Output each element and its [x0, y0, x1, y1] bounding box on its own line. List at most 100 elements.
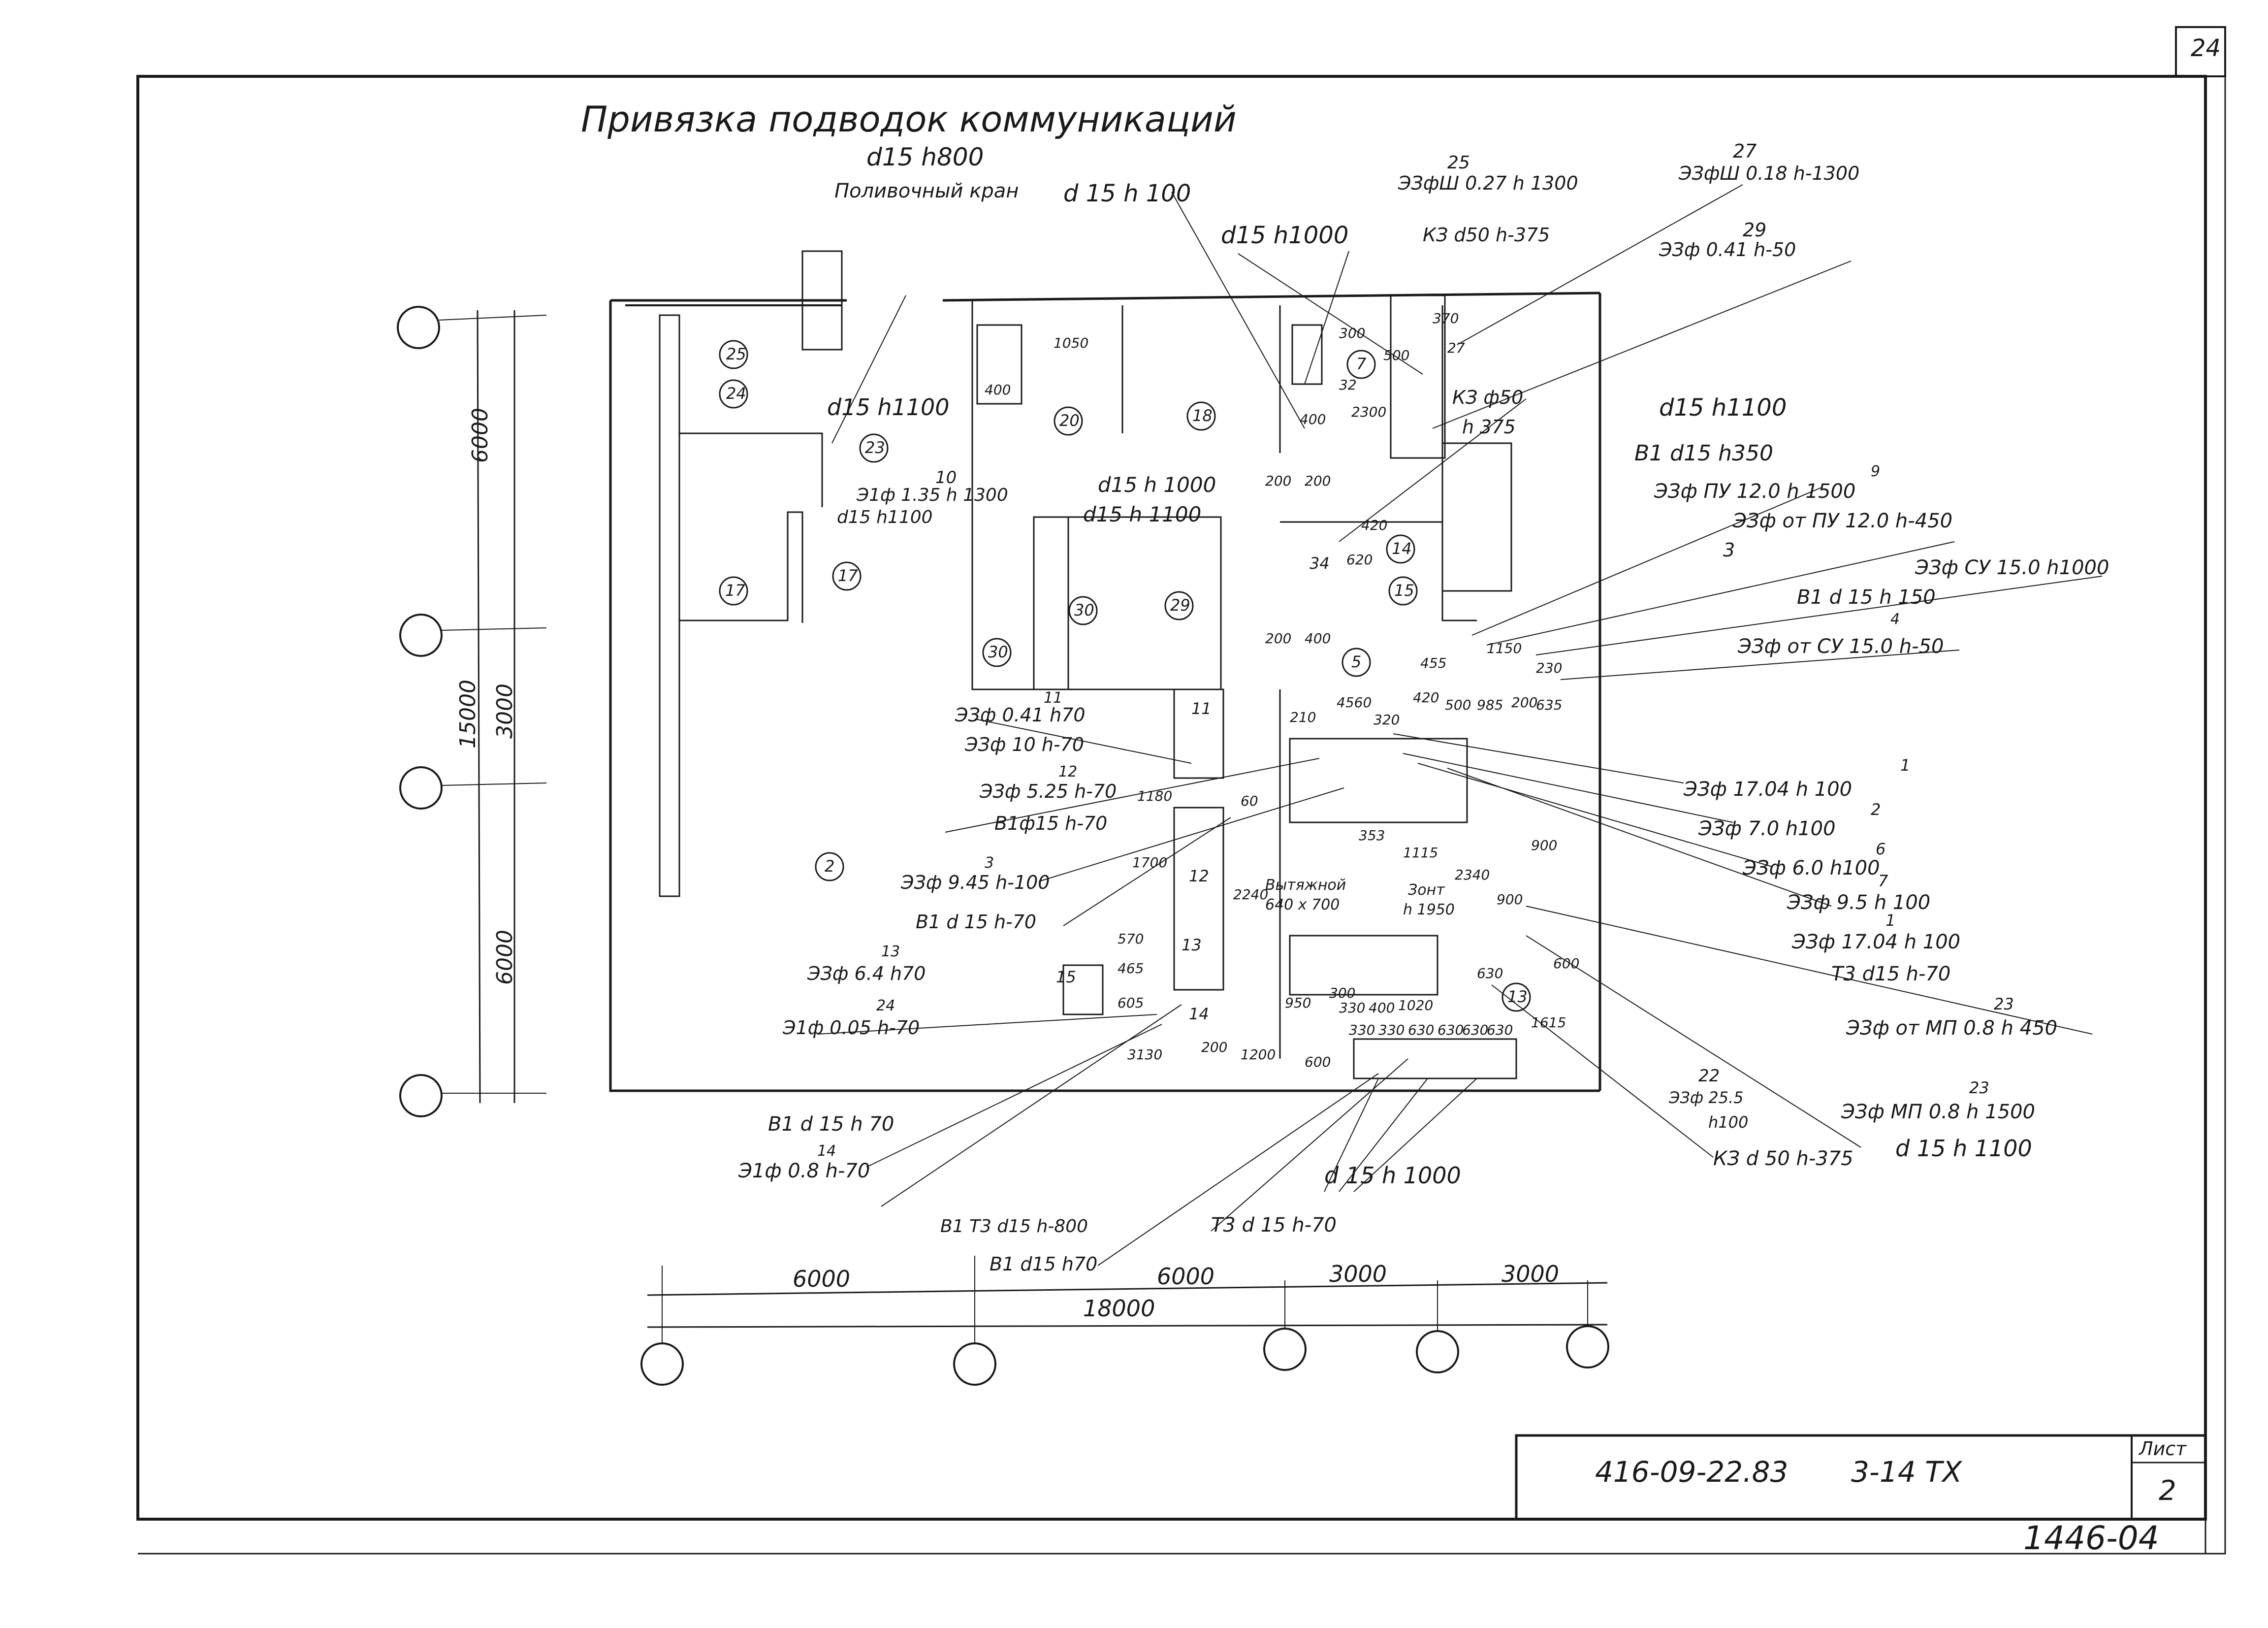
mark: 630: [1487, 1022, 1513, 1038]
room-13: 13: [1507, 987, 1528, 1006]
mark: 330: [1339, 1000, 1366, 1016]
mark: 400: [1300, 411, 1326, 427]
room-5: 5: [1351, 652, 1362, 671]
callout-32: Т3 d15 h-70: [1831, 963, 1951, 985]
callout-13: В1 d15 h350: [1634, 441, 1773, 466]
mark: 400: [1305, 630, 1331, 647]
equip-34: 34: [1310, 554, 1330, 573]
callout-33a: 23: [1994, 995, 2014, 1013]
mark: 3130: [1127, 1046, 1163, 1063]
dim-bottom-3: 3000: [1329, 1261, 1387, 1287]
title-block: [1515, 1434, 2207, 1521]
mark: 200: [1265, 630, 1292, 647]
mark: 2300: [1351, 404, 1387, 420]
callout-37: d 15 h 1100: [1895, 1135, 2032, 1162]
room-2: 2: [825, 857, 835, 876]
leader-lines: [817, 184, 2103, 1266]
callout-42: В1 d15 h70: [990, 1253, 1098, 1275]
callout-40b: Э1ф 0.8 h-70: [738, 1160, 870, 1182]
callout-33b: ЭЗф от МП 0.8 h 450: [1846, 1017, 2058, 1040]
equip-13: 13: [1182, 936, 1202, 954]
room-30a: 30: [988, 643, 1008, 661]
room-markers: [719, 340, 1531, 1012]
callout-34c: h100: [1708, 1113, 1749, 1132]
equip-12: 12: [1189, 867, 1209, 885]
mark: 600: [1553, 955, 1580, 972]
mark: 200: [1265, 473, 1292, 489]
mark: 900: [1531, 837, 1558, 853]
callout-45a: Зонт: [1408, 881, 1445, 899]
mark: 630: [1408, 1022, 1435, 1038]
callout-34a: 22: [1698, 1066, 1720, 1086]
callout-30b: ЭЗф 9.5 h 100: [1787, 891, 1931, 914]
equip-11: 11: [1191, 699, 1212, 718]
mark: 4560: [1337, 694, 1372, 711]
callout-38: d 15 h 1000: [1324, 1162, 1461, 1189]
mark: 1115: [1403, 845, 1438, 861]
mark: 1700: [1132, 854, 1168, 871]
doc-code: 416-09-22.83: [1595, 1455, 1789, 1489]
floor-plan: [609, 250, 1601, 1092]
mark: 600: [1305, 1054, 1331, 1070]
mark: 60: [1241, 793, 1258, 809]
callout-27b: ЭЗф 17.04 h 100: [1684, 778, 1853, 801]
axis-markers-bottom: [640, 1256, 1609, 1386]
mark: 353: [1359, 827, 1385, 844]
archive-number: 1446-04: [2023, 1519, 2159, 1557]
mark: 500: [1445, 697, 1471, 713]
callout-19b: ЭЗф 0.41 h70: [955, 704, 1086, 726]
callout-9: d15 h1100: [827, 394, 950, 421]
callout-39: В1 d 15 h 70: [768, 1113, 894, 1136]
callout-14a: 9: [1871, 463, 1881, 480]
callout-34b: ЭЗф 25.5: [1669, 1088, 1744, 1107]
room-15: 15: [1394, 581, 1414, 600]
callout-10a: 10: [935, 468, 957, 488]
room-30b: 30: [1074, 601, 1094, 619]
mark: 400: [1369, 1000, 1395, 1016]
callout-6a: 27: [1733, 140, 1757, 162]
callout-8a: КЗ ф50: [1452, 387, 1524, 408]
callout-26a: 24: [876, 997, 895, 1014]
callout-4b: ЭЗфШ 0.27 h 1300: [1398, 172, 1578, 194]
mark: 330: [1349, 1022, 1375, 1038]
sheet-title: Привязка подводок коммуникаций: [581, 98, 1237, 140]
callout-21b: ЭЗф 5.25 h-70: [980, 781, 1117, 802]
mark: 630: [1477, 965, 1503, 981]
room-25: 25: [726, 345, 746, 363]
callout-10b: Э1ф 1.35 h 1300: [857, 485, 1008, 505]
callout-25b: ЭЗф 6.4 h70: [807, 963, 926, 984]
callout-16b: ЭЗф СУ 15.0 h1000: [1915, 556, 2109, 579]
callout-44b: 640 x 700: [1265, 896, 1340, 913]
callout-40a: 14: [817, 1142, 836, 1160]
callout-27a: 1: [1900, 756, 1911, 775]
dim-left-2: 3000: [492, 684, 517, 739]
mark: 455: [1420, 655, 1447, 671]
mark: 1050: [1054, 335, 1089, 351]
callout-5: КЗ d50 h-375: [1423, 224, 1550, 246]
callout-26b: Э1ф 0.05 h-70: [783, 1017, 920, 1039]
mark: 2240: [1233, 886, 1269, 903]
mark: 630: [1437, 1022, 1464, 1038]
mark: 420: [1413, 689, 1439, 706]
room-18: 18: [1192, 406, 1213, 425]
mark: 330: [1378, 1022, 1405, 1038]
callout-17: В1 d 15 h 150: [1797, 586, 1936, 609]
room-17b: 17: [838, 566, 858, 585]
callout-11a: d15 h 1000: [1098, 473, 1216, 497]
mark: 200: [1511, 694, 1538, 711]
mark: 465: [1118, 960, 1144, 977]
mark: 370: [1433, 310, 1459, 326]
callout-35a: 23: [1969, 1078, 1989, 1097]
sheet-label: Лист: [2139, 1438, 2187, 1460]
mark: 900: [1497, 891, 1523, 908]
mark: 605: [1118, 995, 1144, 1011]
callout-43: Т3 d 15 h-70: [1211, 1214, 1337, 1237]
mark: 400: [985, 382, 1011, 398]
room-23: 23: [865, 438, 885, 457]
axis-markers-left: [397, 306, 547, 1117]
mark: 200: [1305, 473, 1331, 489]
callout-20: ЭЗф 10 h-70: [965, 734, 1085, 755]
dim-left-1: 6000: [468, 408, 493, 463]
